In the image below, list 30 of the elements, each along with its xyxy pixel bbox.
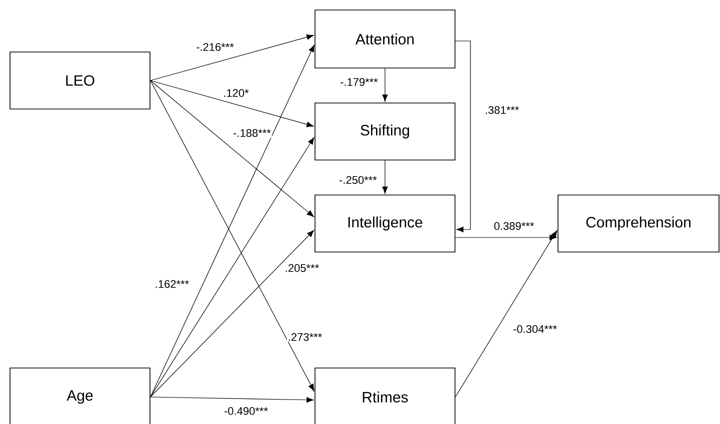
edge-label: -.179*** [339, 77, 379, 87]
arrow [150, 396, 314, 403]
edge-label: .205*** [284, 263, 320, 273]
arrow [150, 80, 314, 128]
arrow [150, 34, 314, 81]
edge-label: 0.389*** [492, 221, 536, 231]
arrow [150, 137, 314, 398]
edge-label: -.250*** [338, 175, 378, 185]
edge-label: .120* [222, 88, 250, 98]
variable-box: Comprehension [558, 194, 720, 252]
arrow [455, 230, 558, 398]
arrow [382, 160, 388, 194]
variable-box: Age [10, 368, 150, 424]
arrow [382, 68, 388, 102]
arrow [150, 80, 314, 218]
arrow [455, 40, 471, 232]
variable-box: Intelligence [314, 194, 456, 252]
arrow [150, 230, 314, 398]
edge-label: .162*** [154, 279, 190, 289]
variable-box: Rtimes [314, 368, 456, 424]
variable-box: Attention [314, 10, 456, 68]
arrow [455, 234, 557, 240]
edge-label: .273*** [286, 332, 324, 342]
edge-label: -.188*** [232, 128, 272, 138]
edge-label: -0.490*** [222, 406, 270, 416]
variable-box: LEO [10, 52, 150, 110]
edge-label: -.216*** [195, 42, 235, 52]
edge-label: .381*** [484, 105, 520, 115]
variable-box: Shifting [314, 102, 456, 160]
edge-label: -0.304*** [512, 324, 558, 334]
